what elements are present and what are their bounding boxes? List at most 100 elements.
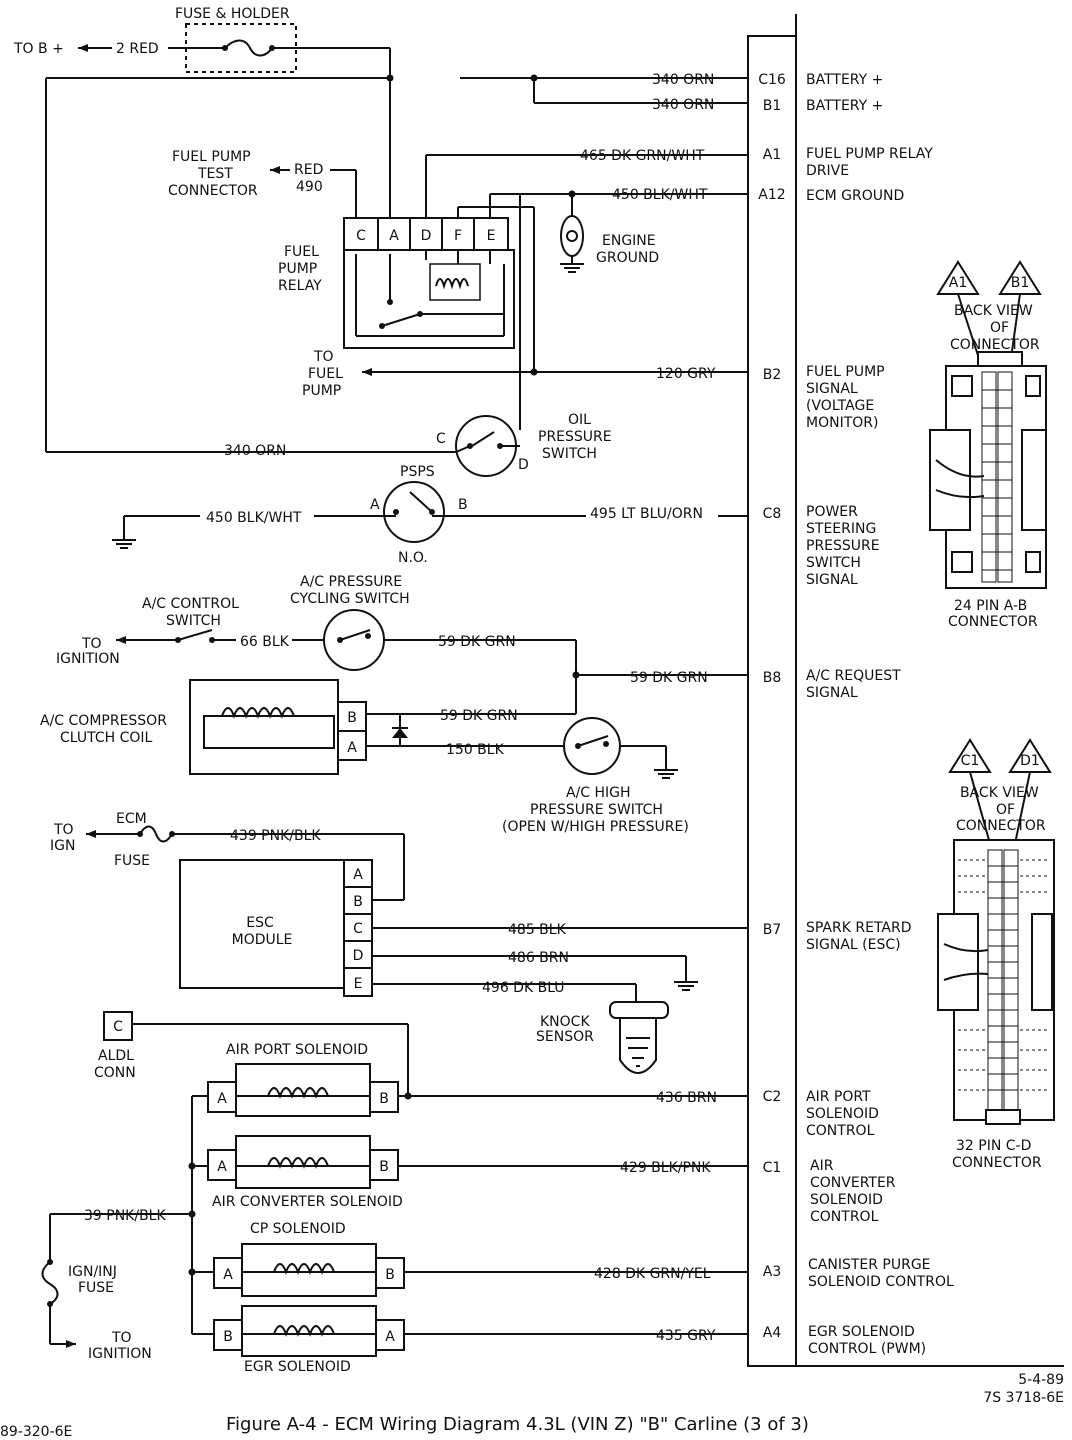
svg-text:E: E	[354, 976, 363, 992]
function-label: SIGNAL	[806, 381, 858, 397]
wire-label: 485 BLK	[508, 922, 567, 938]
left-code: 89-320-6E	[0, 1424, 72, 1440]
svg-text:RED: RED	[294, 162, 323, 178]
aldl-connector: C ALDL CONN	[94, 1011, 409, 1096]
svg-text:FUEL PUMP: FUEL PUMP	[172, 149, 251, 165]
function-label: SIGNAL	[806, 572, 858, 588]
svg-text:F: F	[454, 228, 462, 244]
svg-text:D: D	[421, 228, 432, 244]
svg-text:A/C PRESSURE: A/C PRESSURE	[300, 574, 402, 590]
ac-control-circuit: A/C CONTROL SWITCH A/C PRESSURE CYCLING …	[56, 574, 748, 710]
function-label: STEERING	[806, 521, 876, 537]
pin-label: A4	[763, 1325, 782, 1341]
svg-text:BACK VIEW: BACK VIEW	[954, 303, 1033, 319]
pin-label: B2	[763, 367, 782, 383]
pin-label: A3	[763, 1264, 781, 1280]
engine-ground: ENGINE GROUND	[560, 194, 659, 273]
svg-text:PUMP: PUMP	[302, 383, 341, 399]
svg-text:A/C COMPRESSOR: A/C COMPRESSOR	[40, 713, 167, 729]
svg-text:IGN: IGN	[50, 838, 75, 854]
function-label: ECM GROUND	[806, 188, 904, 204]
svg-text:OIL: OIL	[568, 412, 591, 428]
wire-label: 340 ORN	[652, 97, 714, 113]
ecm-connector	[747, 14, 1064, 1367]
function-label: FUEL PUMP RELAY	[806, 146, 933, 162]
figure-caption: Figure A-4 - ECM Wiring Diagram 4.3L (VI…	[226, 1414, 809, 1435]
svg-text:TO: TO	[53, 822, 74, 838]
pin-label: C1	[763, 1160, 782, 1176]
svg-text:D: D	[353, 948, 364, 964]
fuel-pump-signal: TO FUEL PUMP 120 GRY	[302, 349, 748, 399]
wire-label: 59 DK GRN	[440, 708, 518, 724]
to-bplus-label: TO B +	[13, 41, 64, 57]
svg-text:C: C	[353, 921, 363, 937]
svg-text:A: A	[389, 228, 399, 244]
function-label: CONVERTER	[810, 1175, 896, 1191]
svg-text:E: E	[487, 228, 496, 244]
function-label: SIGNAL	[806, 685, 858, 701]
wire-label: 2 RED	[116, 41, 159, 57]
coil-icon	[273, 1263, 335, 1275]
svg-text:TO: TO	[313, 349, 334, 365]
svg-text:PSPS: PSPS	[400, 464, 435, 480]
pin-label: A12	[758, 187, 785, 203]
pin-label: B7	[763, 922, 782, 938]
svg-text:OF: OF	[990, 320, 1009, 336]
svg-text:SWITCH: SWITCH	[542, 446, 597, 462]
svg-text:24 PIN A-B: 24 PIN A-B	[954, 598, 1027, 614]
connector-24pin-ab: A1 B1 BACK VIEW OF CONNECTOR 24 PIN A-B …	[929, 260, 1047, 630]
function-label: SOLENOID	[810, 1192, 883, 1208]
svg-text:D1: D1	[1020, 753, 1040, 769]
svg-text:C: C	[113, 1019, 123, 1035]
coil-icon	[267, 1087, 329, 1099]
svg-text:CONNECTOR: CONNECTOR	[168, 183, 258, 199]
fuse-holder-circuit: FUSE & HOLDER TO B + 2 RED 340 ORN 340 O…	[13, 6, 748, 452]
svg-text:TEST: TEST	[197, 166, 233, 182]
fuse-icon	[139, 825, 173, 843]
function-label: BATTERY +	[806, 98, 883, 114]
svg-text:CYCLING SWITCH: CYCLING SWITCH	[290, 591, 410, 607]
function-label: AIR PORT	[806, 1089, 871, 1105]
fuse-icon	[224, 39, 273, 57]
svg-text:B: B	[379, 1159, 389, 1175]
wire-label: 340 ORN	[224, 443, 286, 459]
wire-label: 59 DK GRN	[630, 670, 708, 686]
wire-label: 439 PNK/BLK	[230, 828, 321, 844]
knock-sensor: KNOCK SENSOR	[536, 1001, 669, 1074]
wire-label: 450 BLK/WHT	[206, 510, 302, 526]
svg-text:C: C	[356, 228, 366, 244]
fuel-pump-relay: FUEL PUMP TEST CONNECTOR RED 490 FUEL PU…	[168, 148, 748, 430]
ac-compressor-clutch: A/C COMPRESSOR CLUTCH COIL B A 59 DK GRN…	[40, 679, 577, 775]
wire-label: 429 BLK/PNK	[620, 1160, 711, 1176]
svg-text:A: A	[385, 1329, 395, 1345]
wire-label: 435 GRY	[656, 1328, 716, 1344]
svg-text:CP SOLENOID: CP SOLENOID	[250, 1221, 346, 1237]
svg-text:OF: OF	[996, 802, 1015, 818]
svg-text:GROUND: GROUND	[596, 250, 659, 266]
pin-label: B8	[763, 670, 782, 686]
svg-text:FUEL: FUEL	[284, 244, 319, 260]
wire-label: 436 BRN	[656, 1090, 717, 1106]
connector-32pin-cd: C1 D1 BACK VIEW OF CONNECTOR 32 PIN C-D …	[937, 738, 1055, 1171]
svg-text:FUSE: FUSE	[114, 853, 150, 869]
svg-text:IGNITION: IGNITION	[88, 1346, 152, 1362]
svg-text:EGR SOLENOID: EGR SOLENOID	[244, 1359, 351, 1375]
wire-label: 66 BLK	[240, 634, 290, 650]
function-label: AIR	[810, 1158, 834, 1174]
svg-text:SWITCH: SWITCH	[166, 613, 221, 629]
svg-text:MODULE: MODULE	[232, 932, 293, 948]
fuse-icon	[41, 1261, 59, 1305]
svg-text:D: D	[518, 457, 529, 473]
air-converter-solenoid: A B AIR CONVERTER SOLENOID 429 BLK/PNK	[207, 1135, 748, 1210]
function-label: CONTROL	[806, 1123, 875, 1139]
pin-label: C2	[763, 1089, 782, 1105]
wire-label: 428 DK GRN/YEL	[594, 1266, 711, 1282]
svg-text:IGN/INJ: IGN/INJ	[68, 1264, 117, 1280]
svg-text:PRESSURE SWITCH: PRESSURE SWITCH	[530, 802, 663, 818]
svg-text:TO: TO	[111, 1330, 132, 1346]
coil-icon	[435, 278, 469, 290]
svg-text:RELAY: RELAY	[278, 278, 322, 294]
svg-text:CONNECTOR: CONNECTOR	[948, 614, 1038, 630]
fuse-holder-label: FUSE & HOLDER	[175, 6, 290, 22]
